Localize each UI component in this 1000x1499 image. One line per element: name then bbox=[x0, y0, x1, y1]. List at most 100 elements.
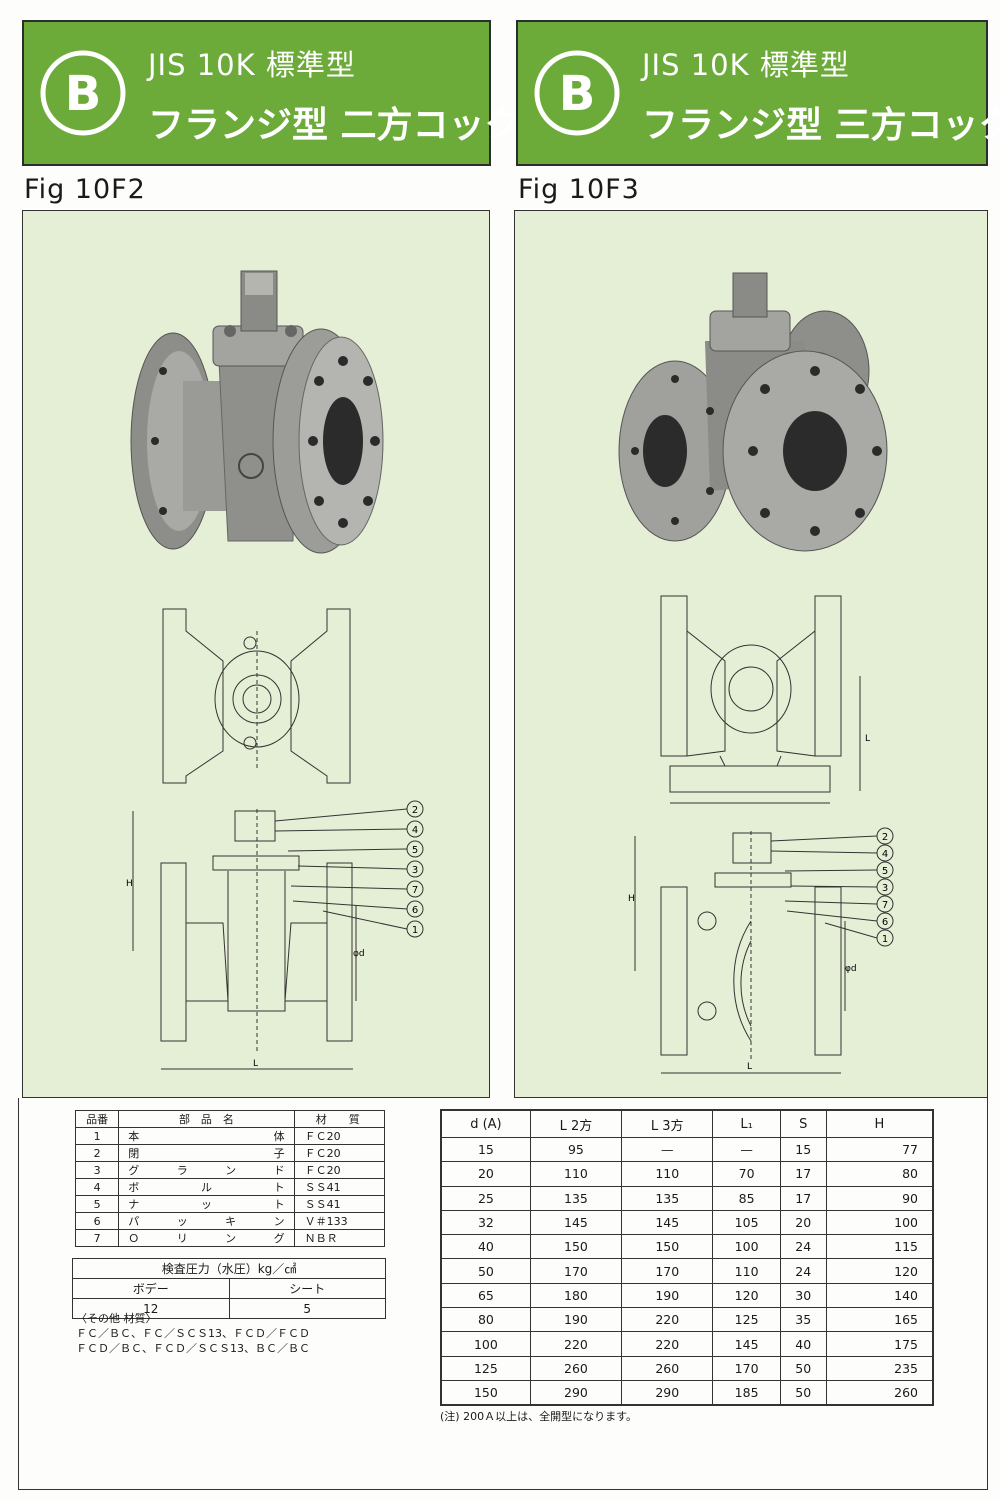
dims-cell: 185 bbox=[712, 1379, 781, 1406]
dims-cell: 24 bbox=[779, 1234, 827, 1260]
dims-cell: 80 bbox=[440, 1307, 531, 1333]
dims-cell: 15 bbox=[779, 1136, 827, 1163]
dims-cell: 170 bbox=[529, 1258, 623, 1284]
callout-number: 2 bbox=[412, 805, 418, 816]
spec-frame bbox=[18, 1098, 988, 1490]
banner-title: フランジ型 二方コック bbox=[148, 105, 521, 146]
part-name-char: ッ bbox=[176, 1215, 188, 1228]
dims-cell: 100 bbox=[712, 1234, 781, 1260]
dims-cell: 120 bbox=[825, 1258, 934, 1284]
dims-cell: 150 bbox=[440, 1379, 531, 1406]
part-name-char: ン bbox=[225, 1232, 237, 1245]
other-materials-line: ＦＣＤ／ＢＣ、ＦＣＤ／ＳＣＳ13、ＢＣ／ＢＣ bbox=[76, 1342, 310, 1355]
part-name: パッキン bbox=[118, 1212, 295, 1230]
dims-cell: 77 bbox=[825, 1136, 934, 1163]
callout-number: 2 bbox=[882, 832, 888, 843]
dims-cell: 145 bbox=[621, 1209, 714, 1236]
dims-cell: 220 bbox=[529, 1331, 623, 1357]
fig-label-10f3: Fig 10F3 bbox=[518, 174, 640, 205]
dims-cell: 32 bbox=[440, 1209, 531, 1236]
part-name-char: ボ bbox=[128, 1181, 140, 1194]
part-name-char: ン bbox=[273, 1215, 285, 1228]
pressure-table: 検査圧力（水圧）kg／㎠ ボデー シート 12 5 bbox=[72, 1258, 386, 1319]
dims-cell: 125 bbox=[440, 1355, 531, 1381]
dims-cell: 17 bbox=[779, 1185, 827, 1211]
part-number: 4 bbox=[74, 1178, 120, 1196]
part-material: ＳＳ41 bbox=[293, 1178, 386, 1196]
dims-cell: — bbox=[712, 1136, 781, 1163]
col-header: 品番 bbox=[74, 1110, 120, 1128]
dims-cell: 125 bbox=[712, 1307, 781, 1333]
part-number: 7 bbox=[74, 1229, 120, 1247]
dims-cell: 260 bbox=[621, 1355, 714, 1381]
banner-subtitle: JIS 10K 標準型 bbox=[148, 48, 356, 82]
dims-cell: 110 bbox=[529, 1161, 623, 1187]
part-material: ＮＢＲ bbox=[293, 1229, 386, 1247]
dims-cell: 20 bbox=[779, 1209, 827, 1236]
part-name-char: 本 bbox=[128, 1130, 140, 1143]
dims-cell: 220 bbox=[621, 1331, 714, 1357]
dims-cell: 150 bbox=[529, 1234, 623, 1260]
dims-col-header: H bbox=[825, 1109, 934, 1138]
footnote: (注) 200Ａ以上は、全開型になります。 bbox=[440, 1410, 637, 1423]
dims-cell: 260 bbox=[825, 1379, 934, 1406]
dims-cell: 17 bbox=[779, 1161, 827, 1187]
banner-three-way-cock: B JIS 10K 標準型 フランジ型 三方コック bbox=[516, 20, 1000, 166]
dims-cell: 145 bbox=[712, 1331, 781, 1357]
logo-letter: B bbox=[559, 66, 596, 122]
pressure-value-body: 12 bbox=[72, 1298, 230, 1319]
dims-cell: 40 bbox=[779, 1331, 827, 1357]
panel-two-way: H L φd 2 4 5 3 7 6 1 bbox=[22, 210, 490, 1098]
dim-l-label: L bbox=[253, 1059, 258, 1069]
callout-number: 1 bbox=[412, 925, 418, 936]
dims-cell: 190 bbox=[529, 1307, 623, 1333]
part-name: 閉子 bbox=[118, 1144, 295, 1162]
part-material: ＦＣ20 bbox=[293, 1144, 386, 1162]
two-way-top-view-drawing bbox=[162, 608, 351, 784]
dims-cell: 140 bbox=[825, 1282, 934, 1309]
three-way-valve-photo bbox=[618, 272, 888, 552]
dims-cell: 120 bbox=[712, 1282, 781, 1309]
dim-d-label: φd bbox=[353, 949, 365, 959]
part-name-char: 子 bbox=[273, 1147, 285, 1160]
two-way-callouts: 2 4 5 3 7 6 1 bbox=[406, 800, 424, 938]
pressure-col-seat: シート bbox=[228, 1278, 386, 1299]
pressure-value-seat: 5 bbox=[228, 1298, 386, 1319]
dims-cell: 290 bbox=[621, 1379, 714, 1406]
part-material: ＳＳ41 bbox=[293, 1195, 386, 1213]
part-name-char: ト bbox=[273, 1198, 285, 1211]
panel-three-way: L H L φd 2 4 5 3 bbox=[514, 210, 988, 1098]
dim-l-label: L bbox=[747, 1062, 752, 1072]
dims-cell: 150 bbox=[621, 1234, 714, 1260]
dims-cell: 180 bbox=[529, 1282, 623, 1309]
part-name-char: ッ bbox=[200, 1198, 212, 1211]
dims-cell: 105 bbox=[712, 1209, 781, 1236]
dims-cell: 20 bbox=[440, 1161, 531, 1187]
three-way-callouts: 2 4 5 3 7 6 1 bbox=[876, 827, 894, 947]
dims-cell: 110 bbox=[712, 1258, 781, 1284]
part-number: 3 bbox=[74, 1161, 120, 1179]
dims-col-header: d (A) bbox=[440, 1109, 531, 1138]
dims-cell: 190 bbox=[621, 1282, 714, 1309]
other-materials-line: ＦＣ／ＢＣ、ＦＣ／ＳＣＳ13、ＦＣＤ／ＦＣＤ bbox=[76, 1327, 310, 1340]
dims-cell: 50 bbox=[779, 1355, 827, 1381]
dims-cell: 260 bbox=[529, 1355, 623, 1381]
part-name-char: ト bbox=[273, 1181, 285, 1194]
part-material: ＦＣ20 bbox=[293, 1161, 386, 1179]
callout-number: 7 bbox=[882, 900, 888, 911]
dims-cell: 290 bbox=[529, 1379, 623, 1406]
dims-cell: 220 bbox=[621, 1307, 714, 1333]
